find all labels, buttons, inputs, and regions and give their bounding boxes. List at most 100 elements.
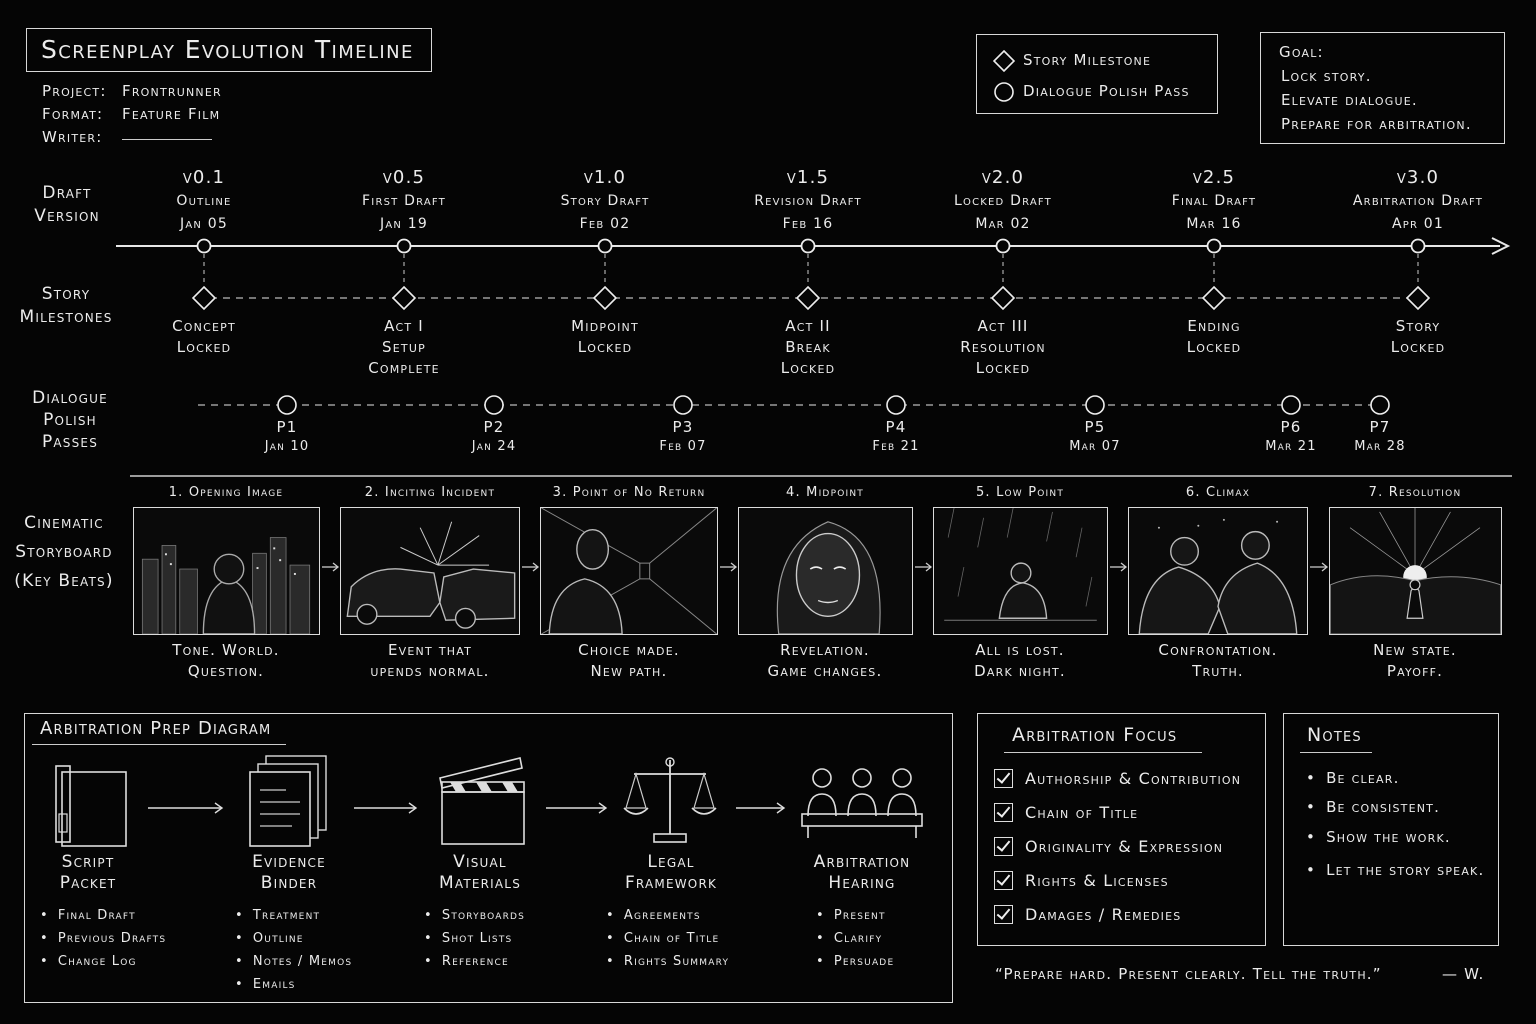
polish-pass-label: P6Mar 21 <box>1241 418 1341 456</box>
prep-step-name-line: Evidence <box>209 852 369 873</box>
polish-pass-date: Jan 10 <box>237 437 337 456</box>
storyboard-beat-title: 3. Point of No Return <box>529 485 729 500</box>
draft-version-number: v0.5 <box>319 166 489 190</box>
prep-step-name-line: Arbitration <box>782 852 942 873</box>
closing-quote: “Prepare hard. Present clearly. Tell the… <box>995 965 1382 983</box>
prep-step-list-item: Outline <box>235 927 425 950</box>
storyboard-beat-title: 1. Opening Image <box>126 485 326 500</box>
prep-step-list: TreatmentOutlineNotes / MemosEmails <box>235 904 425 996</box>
caption-line: New state. <box>1315 640 1515 661</box>
beat-arrow <box>915 563 931 571</box>
draft-name: Revision Draft <box>723 190 893 213</box>
milestone-label-line: Midpoint <box>520 316 690 337</box>
milestone-diamond-icon <box>594 287 616 309</box>
storyboard-panel-inciting-incident <box>340 507 520 635</box>
storyboard-beat-title: 7. Resolution <box>1315 485 1515 500</box>
binder-icon <box>54 764 132 848</box>
polish-pass-label: P1Jan 10 <box>237 418 337 456</box>
milestone-label-line: Break <box>723 337 893 358</box>
scales-icon <box>622 752 718 848</box>
milestone-label: StoryLocked <box>1333 316 1503 358</box>
milestone-label-line: Setup <box>319 337 489 358</box>
sunrise-figure-sketch <box>1330 508 1501 634</box>
polish-pass-date: Jan 24 <box>444 437 544 456</box>
milestone-label-line: Act III <box>918 316 1088 337</box>
focus-item-label: Damages / Remedies <box>1025 905 1181 924</box>
storyboard-panel-climax <box>1128 507 1308 635</box>
storyboard-beat-caption: New state.Payoff. <box>1315 640 1515 682</box>
caption-line: All is lost. <box>920 640 1120 661</box>
caption-line: Game changes. <box>725 661 925 682</box>
hearing-icon <box>800 764 924 840</box>
draft-date: Feb 02 <box>520 213 690 236</box>
milestone-label: EndingLocked <box>1129 316 1299 358</box>
focus-item-label: Originality & Expression <box>1025 837 1223 856</box>
milestone-label-line: Complete <box>319 358 489 379</box>
milestone-label-line: Act I <box>319 316 489 337</box>
milestone-diamond-icon <box>797 287 819 309</box>
polish-pass-circle-icon <box>887 396 905 414</box>
draft-date: Jan 05 <box>119 213 289 236</box>
storyboard-panel-resolution <box>1329 507 1502 635</box>
title-underline <box>1300 752 1372 753</box>
note-item: Let the story speak. <box>1306 857 1496 883</box>
storyboard-beat-caption: Tone. World.Question. <box>126 640 326 682</box>
prep-step-list-item: Emails <box>235 973 425 996</box>
draft-node <box>802 240 815 253</box>
caption-line: Payoff. <box>1315 661 1515 682</box>
draft-node <box>398 240 411 253</box>
milestone-label: Act IIIResolutionLocked <box>918 316 1088 379</box>
draft-date: Apr 01 <box>1333 213 1503 236</box>
draft-node <box>997 240 1010 253</box>
storyboard-beat-title: 5. Low Point <box>920 485 1120 500</box>
beat-arrow <box>1110 563 1126 571</box>
caption-line: Confrontation. <box>1118 640 1318 661</box>
milestone-diamond-icon <box>1407 287 1429 309</box>
polish-pass-name: P7 <box>1330 418 1430 437</box>
beat-arrow <box>1310 563 1327 571</box>
polish-pass-name: P5 <box>1045 418 1145 437</box>
focus-item-label: Chain of Title <box>1025 803 1138 822</box>
milestone-label-line: Ending <box>1129 316 1299 337</box>
prep-step-name-line: Packet <box>8 873 168 894</box>
beat-arrow <box>720 563 736 571</box>
title-underline <box>1004 752 1202 753</box>
milestone-label-line: Locked <box>520 337 690 358</box>
polish-pass-name: P6 <box>1241 418 1341 437</box>
title-underline <box>32 744 286 745</box>
polish-pass-circle-icon <box>1371 396 1389 414</box>
prep-step-list: AgreementsChain of TitleRights Summary <box>606 904 796 973</box>
milestone-label-line: Locked <box>918 358 1088 379</box>
storyboard-beat-caption: All is lost.Dark night. <box>920 640 1120 682</box>
polish-pass-circle-icon <box>674 396 692 414</box>
prep-step-name-line: Script <box>8 852 168 873</box>
focus-item-label: Authorship & Contribution <box>1025 769 1241 788</box>
storyboard-beat-caption: Confrontation.Truth. <box>1118 640 1318 682</box>
prep-step-list-item: Persuade <box>816 950 1006 973</box>
draft-name: Locked Draft <box>918 190 1088 213</box>
caption-line: New path. <box>529 661 729 682</box>
prep-step-name: ScriptPacket <box>8 852 168 894</box>
draft-date: Jan 19 <box>319 213 489 236</box>
draft-name: Arbitration Draft <box>1333 190 1503 213</box>
note-item: Be clear. <box>1306 765 1496 791</box>
milestone-label-line: Locked <box>1333 337 1503 358</box>
caption-line: Revelation. <box>725 640 925 661</box>
prep-step-name-line: Binder <box>209 873 369 894</box>
prep-step-list-item: Previous Drafts <box>40 927 230 950</box>
beat-arrow <box>522 563 538 571</box>
draft-node <box>198 240 211 253</box>
draft-version-number: v3.0 <box>1333 166 1503 190</box>
prep-step-list-item: Change Log <box>40 950 230 973</box>
caption-line: upends normal. <box>330 661 530 682</box>
prep-step-name: LegalFramework <box>591 852 751 894</box>
draft-date: Feb 16 <box>723 213 893 236</box>
focus-checklist-item: Damages / Remedies <box>994 905 1181 924</box>
storyboard-beat-title: 4. Midpoint <box>725 485 925 500</box>
milestone-label: ConceptLocked <box>119 316 289 358</box>
polish-pass-circle-icon <box>1282 396 1300 414</box>
